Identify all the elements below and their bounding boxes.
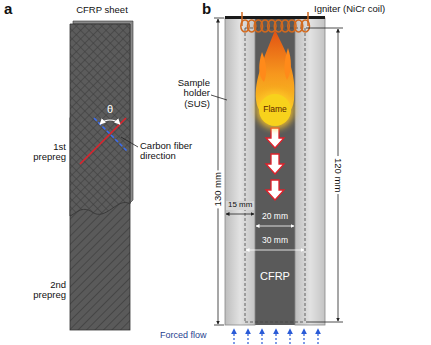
sample-holder <box>211 16 325 325</box>
part-name: 2nd prepreg <box>24 280 66 301</box>
node-label: CFRP <box>255 270 295 282</box>
dimension-label: 30 mm <box>260 236 290 245</box>
panel-letter: b <box>202 1 218 18</box>
dimension-label: 15 mm <box>226 201 254 210</box>
part-name: Sample holder (SUS) <box>162 78 210 109</box>
fiber-direction-1 <box>80 118 126 164</box>
dimension-lines <box>214 18 343 325</box>
part-name: Igniter (NiCr coil) <box>314 4 426 14</box>
fiber-direction-2 <box>94 118 128 152</box>
dimension-label: 130 mm <box>213 170 223 208</box>
flame-drawing <box>256 30 295 118</box>
dimension-label: 20 mm <box>260 212 290 221</box>
first-prepreg <box>70 24 130 216</box>
leader-line <box>211 95 227 100</box>
angle-arc <box>100 120 120 124</box>
cfrp-sheet <box>70 21 138 330</box>
part-name: CFRP sheet <box>62 5 142 15</box>
flame-circle: Flame <box>259 94 291 126</box>
part-name: 1st prepreg <box>24 142 66 163</box>
annotation: Carbon fiber direction <box>140 141 202 162</box>
panel-letter: a <box>4 1 20 18</box>
node-label: Flame <box>259 105 291 114</box>
propagation-arrows <box>266 128 284 200</box>
angle-symbol: θ <box>103 103 117 115</box>
forced-flow-arrows <box>234 329 318 344</box>
flow-label: Forced flow <box>160 331 230 341</box>
igniter-coil <box>241 12 310 32</box>
leader-line <box>121 137 138 147</box>
dimension-label: 120 mm <box>333 156 343 194</box>
